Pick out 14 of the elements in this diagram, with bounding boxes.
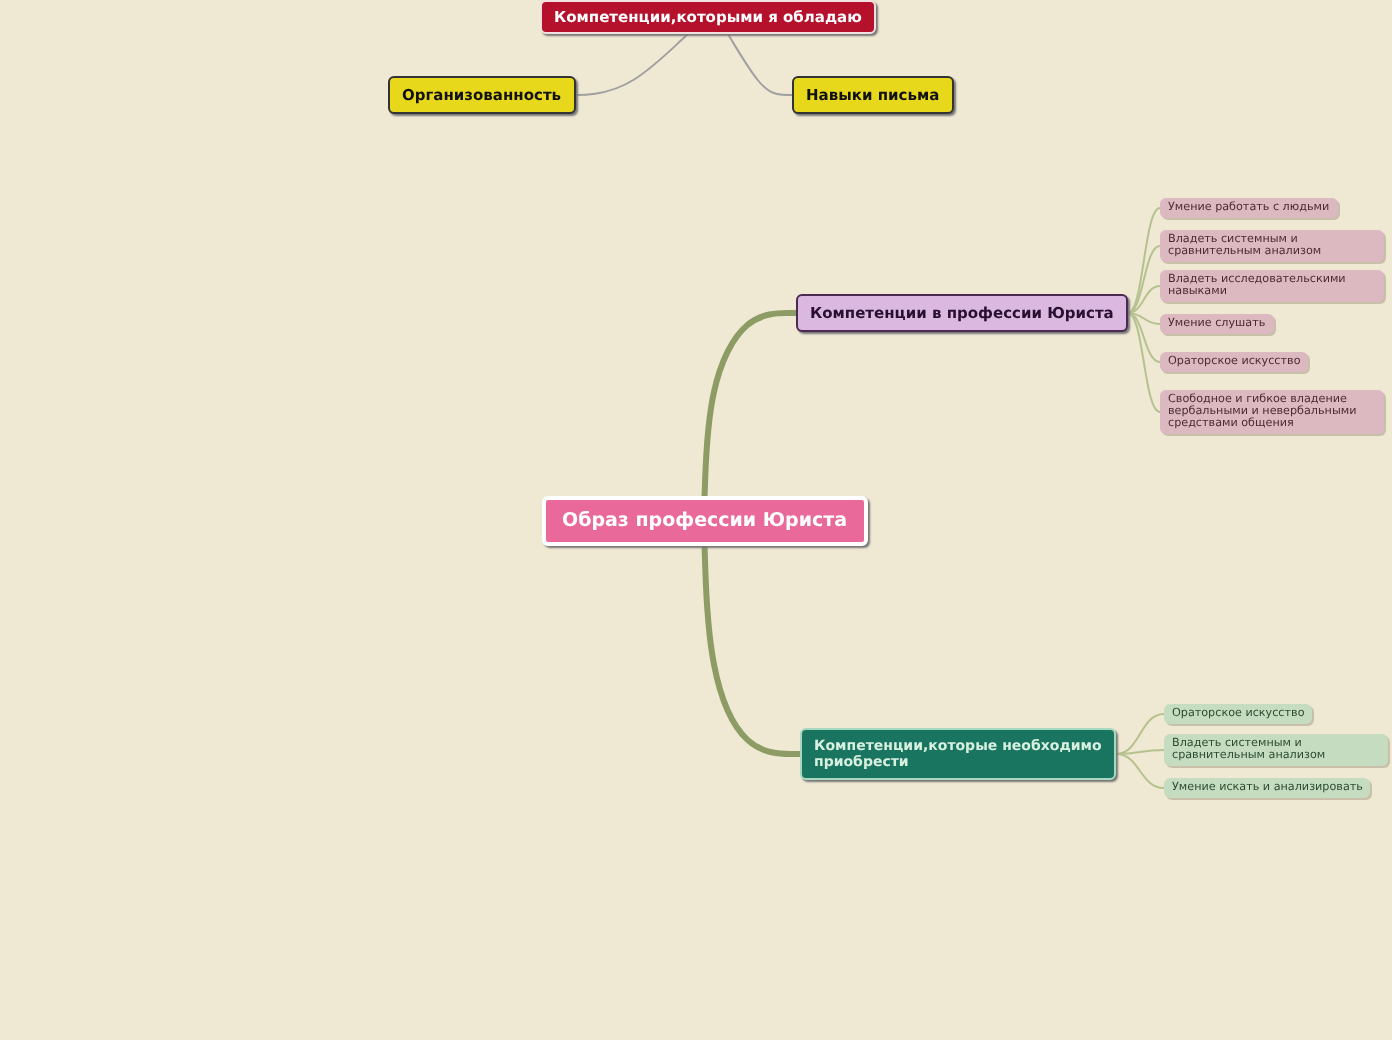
connector-line — [1115, 713, 1165, 755]
connector-line — [1126, 285, 1161, 314]
connector-line — [726, 33, 793, 96]
connector-line — [1126, 245, 1161, 314]
connector-line — [1126, 207, 1161, 314]
connector-line — [701, 310, 796, 497]
connector-line — [1115, 753, 1165, 789]
connector-line — [1126, 312, 1161, 325]
connector-line — [1126, 312, 1161, 363]
connector-line — [574, 33, 689, 96]
connector-line — [1126, 312, 1161, 413]
connector-line — [701, 545, 800, 757]
connector-line — [1115, 749, 1165, 755]
central-topic-box: Образ профессии Юриста — [542, 496, 868, 546]
